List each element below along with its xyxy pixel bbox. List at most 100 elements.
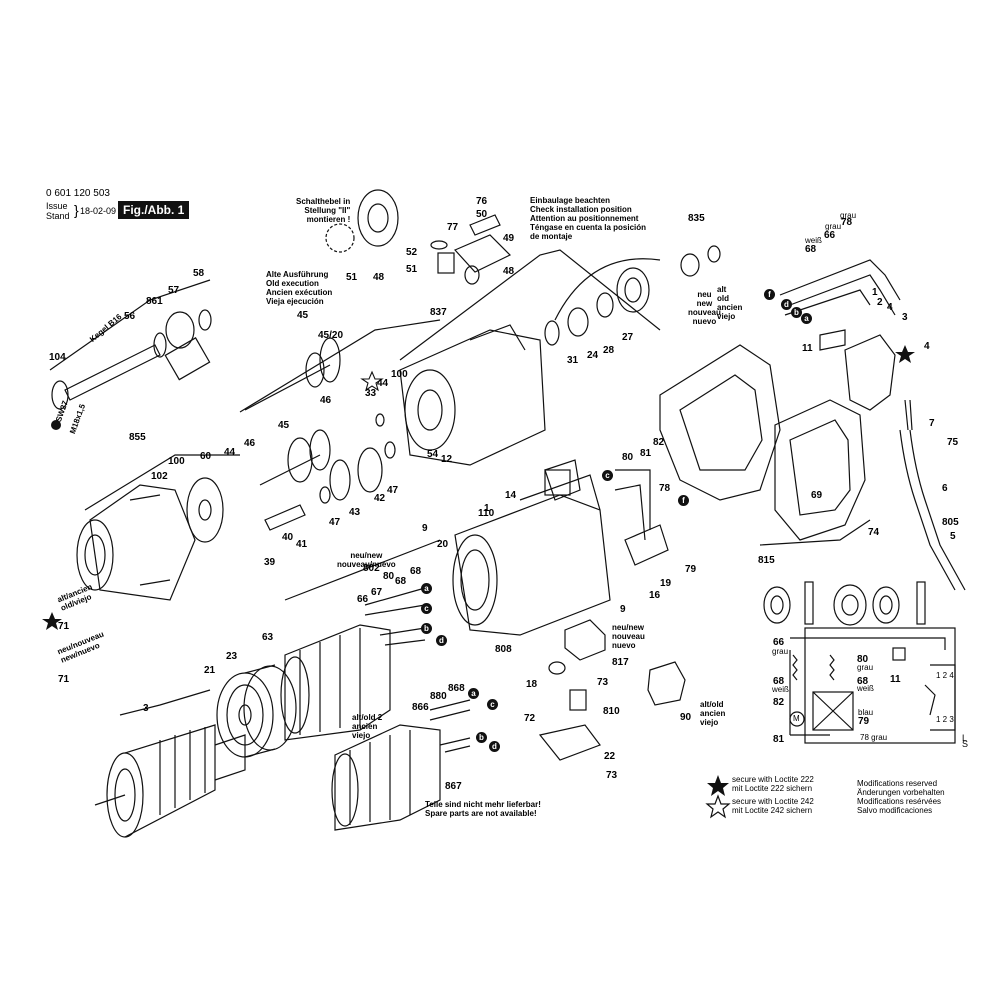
callout-79-w: 79: [858, 716, 870, 727]
callout-14: 14: [505, 490, 517, 501]
wire-label-grau-2: grau: [840, 211, 857, 220]
bullet-c-3: c: [602, 470, 613, 481]
callout-80: 80: [622, 452, 634, 463]
callout-22: 22: [604, 751, 616, 762]
callout-861: 861: [146, 296, 163, 307]
bullet-f-1: f: [678, 495, 689, 506]
callout-100-b: 100: [168, 456, 185, 467]
callout-71-b: 71: [58, 674, 70, 685]
bullet-d-2: d: [489, 741, 500, 752]
bullet-c-1: c: [421, 603, 432, 614]
callout-868: 868: [448, 683, 465, 694]
wire-label-motor: M: [793, 714, 800, 723]
callout-73-b: 73: [606, 770, 618, 781]
wire-label-s: S: [962, 739, 969, 749]
gearbox-front-part: [76, 484, 196, 601]
figure-label: Fig./Abb. 1: [118, 201, 190, 219]
callout-68-m: 68: [395, 576, 407, 587]
bullet-b-2: b: [476, 732, 487, 743]
callout-58: 58: [193, 268, 205, 279]
callout-80-m: 80: [383, 571, 395, 582]
issue-label: Issue: [46, 201, 68, 211]
bullet-b-3: b: [791, 307, 802, 318]
callout-78: 78: [659, 483, 671, 494]
callout-47-b: 47: [329, 517, 341, 528]
cover-parts: [325, 189, 512, 285]
seal-parts: [763, 581, 926, 626]
callout-45: 45: [297, 310, 309, 321]
callout-66-w: 66: [773, 637, 785, 648]
callout-123-w: 1 2 3: [936, 715, 954, 724]
callout-18: 18: [526, 679, 538, 690]
callout-73-a: 73: [597, 677, 609, 688]
gear-cluster-part: [186, 337, 396, 543]
leader-frame-gearbox: [84, 454, 240, 511]
callout-110: 110: [478, 508, 495, 519]
callout-24: 24: [587, 350, 599, 361]
bullet-f-2: f: [764, 289, 775, 300]
leader-frame-stator: [284, 539, 441, 601]
callout-81-w: 81: [773, 734, 785, 745]
callout-42: 42: [374, 493, 386, 504]
wire-label-grau: grau: [825, 222, 842, 231]
small-parts: [538, 459, 686, 761]
callout-808: 808: [495, 644, 512, 655]
callout-50: 50: [476, 209, 488, 220]
wire-label-grau-80: grau: [857, 663, 874, 672]
callout-837: 837: [430, 307, 447, 318]
callout-46-b: 46: [244, 438, 256, 449]
callout-48-b: 48: [503, 266, 515, 277]
callout-1: 1: [484, 503, 490, 514]
callout-23: 23: [226, 651, 238, 662]
callout-41: 41: [296, 539, 308, 550]
wire-label-weiss-68: weiß: [772, 685, 789, 694]
callout-3: 3: [143, 703, 149, 714]
callout-54: 54: [427, 449, 439, 460]
callout-40: 40: [282, 532, 294, 543]
handle-housing-part: [659, 344, 866, 541]
callout-81: 81: [640, 448, 652, 459]
bullet-a-2: a: [468, 688, 479, 699]
callout-66-top: 66: [824, 230, 836, 241]
callout-57: 57: [168, 285, 180, 296]
callout-102: 102: [151, 471, 168, 482]
callout-805: 805: [942, 517, 959, 528]
callout-19: 19: [660, 578, 672, 589]
power-cord-part: [899, 399, 966, 591]
callout-9: 9: [422, 523, 428, 534]
callout-880: 880: [430, 691, 447, 702]
callout-79: 79: [685, 564, 697, 575]
callout-31: 31: [567, 355, 579, 366]
wire-label-l: L: [962, 733, 968, 743]
callout-27: 27: [622, 332, 634, 343]
callout-9-b: 9: [620, 604, 626, 615]
bullet-d-3: d: [781, 299, 792, 310]
callout-68-top: 68: [805, 244, 817, 255]
leader-frame-motor-housing: [399, 249, 661, 361]
loctite-legend-icons: [42, 345, 915, 819]
callout-802: 802: [363, 563, 380, 574]
bullet-a-3: a: [801, 313, 812, 324]
callout-46: 46: [320, 395, 332, 406]
callout-20: 20: [437, 539, 449, 550]
callout-45-b: 45: [278, 420, 290, 431]
callout-4-top: 4: [887, 302, 893, 313]
callout-69: 69: [811, 490, 823, 501]
callout-80-w: 80: [857, 654, 869, 665]
callout-16: 16: [649, 590, 661, 601]
callout-48: 48: [373, 272, 385, 283]
callout-60: 60: [200, 451, 212, 462]
callout-100: 100: [391, 369, 408, 380]
bullet-b-1: b: [421, 623, 432, 634]
leader-frame-armature: [119, 689, 211, 716]
callout-51-b: 51: [406, 264, 418, 275]
gear-housing-part: [399, 324, 546, 466]
callout-68-w: 68: [773, 676, 785, 687]
